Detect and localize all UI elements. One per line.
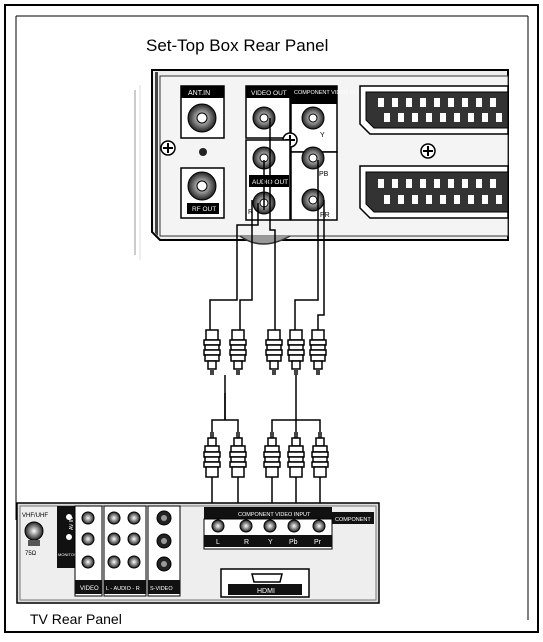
svg-text:L: L (216, 539, 220, 546)
audio-lr-label: L - AUDIO - R (106, 586, 140, 592)
stb-plugs (203, 329, 327, 376)
svg-text:AV IN: AV IN (69, 517, 75, 530)
video-out-label: VIDEO OUT (251, 90, 287, 97)
tv-plugs (203, 431, 329, 478)
rf-out-label: RF OUT (192, 206, 216, 213)
scart-connector (359, 85, 509, 135)
scart-connector (359, 165, 509, 219)
stb-panel-title: Set-Top Box Rear Panel (146, 36, 329, 55)
component-label: COMPONENT (335, 517, 371, 523)
svg-text:Pr: Pr (314, 539, 322, 546)
svg-text:R: R (244, 539, 249, 546)
svg-text:Y: Y (268, 539, 273, 546)
hdmi-icon (251, 573, 283, 583)
vhf-uhf-label: VHF/UHF (22, 513, 48, 519)
hdmi-label: HDMI (257, 588, 275, 595)
video-label: VIDEO (80, 586, 99, 592)
middle-cables (211, 375, 321, 432)
stb-cables (209, 118, 325, 330)
tv-rear-panel: VHF/UHF 75Ω AV IN MONITOR OUT VIDEO L - … (16, 502, 380, 604)
svg-text:R: R (248, 209, 253, 216)
svg-text:Pb: Pb (289, 539, 298, 546)
antenna-jack (24, 521, 44, 541)
s-video-label: S-VIDEO (150, 586, 173, 592)
svg-text:MONITOR OUT: MONITOR OUT (58, 552, 87, 557)
ohm-label: 75Ω (25, 551, 37, 557)
component-input-label: COMPONENT VIDEO INPUT (238, 512, 311, 518)
ant-in-label: ANT.IN (188, 90, 210, 97)
svg-text:PR: PR (320, 212, 330, 219)
svg-text:Y: Y (320, 132, 325, 139)
component-video-out-label: COMPONENT VIDEO OUT (294, 90, 362, 96)
set-top-box-panel: ANT.IN RF OUT VIDEO OUT COMPONENT VIDEO … (134, 69, 509, 260)
outer-border (4, 4, 539, 633)
svg-text:PB: PB (319, 171, 329, 178)
tv-panel-title: TV Rear Panel (30, 611, 122, 627)
